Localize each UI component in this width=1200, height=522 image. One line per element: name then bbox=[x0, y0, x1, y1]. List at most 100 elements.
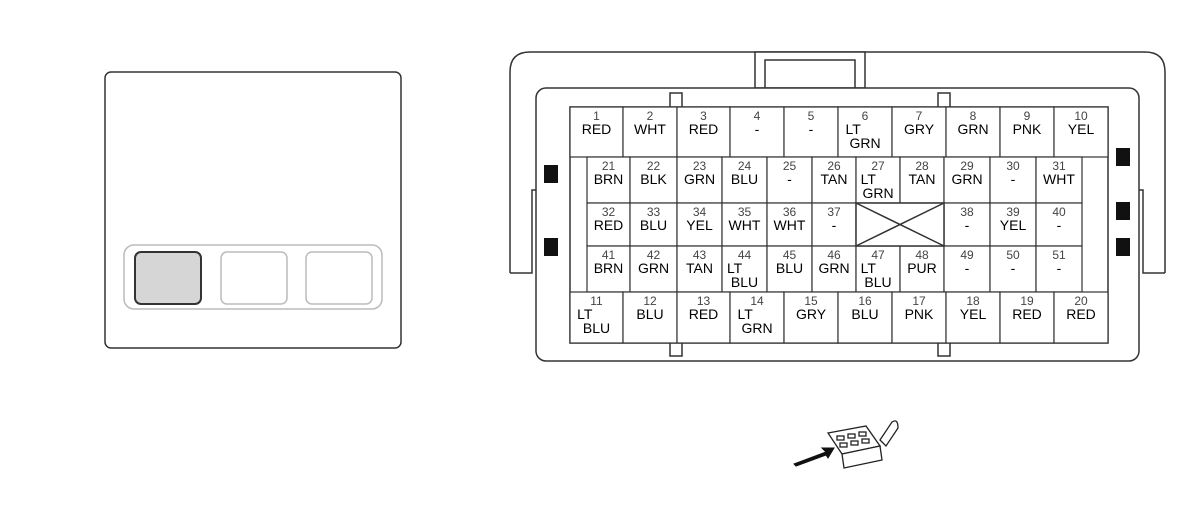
pin-wire-color: TAN bbox=[821, 171, 848, 187]
connector-icon-cavity bbox=[850, 440, 859, 446]
bottom-notch-right bbox=[937, 342, 951, 357]
locator-view bbox=[104, 71, 402, 349]
pin-number: 48 bbox=[915, 248, 929, 262]
pin-wire-color: WHT bbox=[634, 121, 666, 137]
blocked-cavity-cross-b bbox=[855, 202, 945, 247]
pin-cell-box bbox=[629, 156, 678, 204]
pin-cell-box bbox=[899, 156, 945, 204]
pin-wire-color: WHT bbox=[774, 217, 806, 233]
pin-number: 40 bbox=[1052, 205, 1066, 219]
pin-wire-color: RED bbox=[689, 121, 719, 137]
pin-wire-color: BLU bbox=[731, 274, 758, 290]
pin-wire-color: - bbox=[1011, 260, 1016, 276]
pin-wire-color: PUR bbox=[907, 260, 937, 276]
pin-number: 50 bbox=[1006, 248, 1020, 262]
pin-wire-color: - bbox=[1011, 171, 1016, 187]
pin-number: 23 bbox=[693, 159, 707, 173]
pin-number: 22 bbox=[647, 159, 661, 173]
pin-wire-color: GRN bbox=[957, 121, 988, 137]
pin-number: 30 bbox=[1006, 159, 1020, 173]
pin-number: 29 bbox=[960, 159, 974, 173]
pin-cell-box bbox=[943, 245, 991, 293]
pin-number: 33 bbox=[647, 205, 661, 219]
pin-wire-color: RED bbox=[689, 306, 719, 322]
left-key-lower bbox=[544, 238, 558, 256]
pin-cell-box bbox=[586, 202, 631, 247]
pin-cell-box bbox=[999, 106, 1055, 158]
pin-number: 34 bbox=[693, 205, 707, 219]
pin-cell-box bbox=[629, 202, 678, 247]
pin-wire-color: GRN bbox=[684, 171, 715, 187]
pin-cell-box bbox=[676, 245, 723, 293]
pin-cell-box bbox=[729, 106, 785, 158]
pin-number: 35 bbox=[738, 205, 752, 219]
pin-wire-color: TAN bbox=[686, 260, 713, 276]
pin-number: 17 bbox=[912, 294, 926, 308]
pin-number: 47 bbox=[871, 248, 885, 262]
pin-wire-color: TAN bbox=[909, 171, 936, 187]
pin-wire-color: - bbox=[787, 171, 792, 187]
pin-wire-color: GRN bbox=[849, 135, 880, 151]
view-arrow-icon bbox=[793, 447, 835, 467]
pin-number: 3 bbox=[700, 109, 707, 123]
pin-cell-box bbox=[855, 245, 901, 293]
right-key-middle bbox=[1116, 202, 1130, 220]
pin-cell-box bbox=[721, 202, 768, 247]
pin-wire-color: - bbox=[832, 217, 837, 233]
pin-wire-color: YEL bbox=[1000, 217, 1027, 233]
pin-wire-color: GRN bbox=[741, 320, 772, 336]
pin-cell-box bbox=[943, 156, 991, 204]
bottom-notch-left bbox=[669, 342, 683, 357]
pin-wire-color: LT bbox=[727, 260, 743, 276]
pin-cell-box bbox=[811, 202, 857, 247]
pin-number: 49 bbox=[960, 248, 974, 262]
right-key-lower bbox=[1116, 238, 1130, 256]
connector-right-rail bbox=[1139, 189, 1165, 274]
pin-number: 11 bbox=[590, 294, 603, 308]
pin-cell-box bbox=[676, 156, 723, 204]
pin-number: 19 bbox=[1020, 294, 1034, 308]
pin-wire-color: GRN bbox=[818, 260, 849, 276]
pin-number: 28 bbox=[915, 159, 929, 173]
connector-icon-side bbox=[841, 445, 883, 469]
pin-wire-color: WHT bbox=[1043, 171, 1075, 187]
pin-cell: 51- bbox=[1035, 245, 1083, 293]
blocked-cavity bbox=[855, 202, 945, 247]
pin-wire-color: GRY bbox=[796, 306, 827, 322]
pin-cell-box bbox=[622, 291, 678, 344]
pin-number: 8 bbox=[970, 109, 977, 123]
pin-cell: 4- bbox=[729, 106, 785, 158]
pin-wire-color: BLU bbox=[776, 260, 803, 276]
pin-cell-box bbox=[586, 156, 631, 204]
pin-number: 13 bbox=[697, 294, 711, 308]
pin-wire-color: GRN bbox=[638, 260, 669, 276]
pin-cell: 5- bbox=[783, 106, 839, 158]
pin-wire-color: RED bbox=[594, 217, 624, 233]
connector-side-keys bbox=[544, 148, 1130, 256]
pin-cell-box bbox=[676, 291, 731, 344]
pin-cell-box bbox=[855, 156, 901, 204]
top-notch-right bbox=[937, 92, 951, 108]
pin-wire-color: BLU bbox=[864, 274, 891, 290]
pin-wire-color: GRN bbox=[862, 185, 893, 201]
pin-number: 42 bbox=[647, 248, 661, 262]
pin-number: 44 bbox=[738, 248, 752, 262]
pin-cell-box bbox=[1035, 202, 1083, 247]
